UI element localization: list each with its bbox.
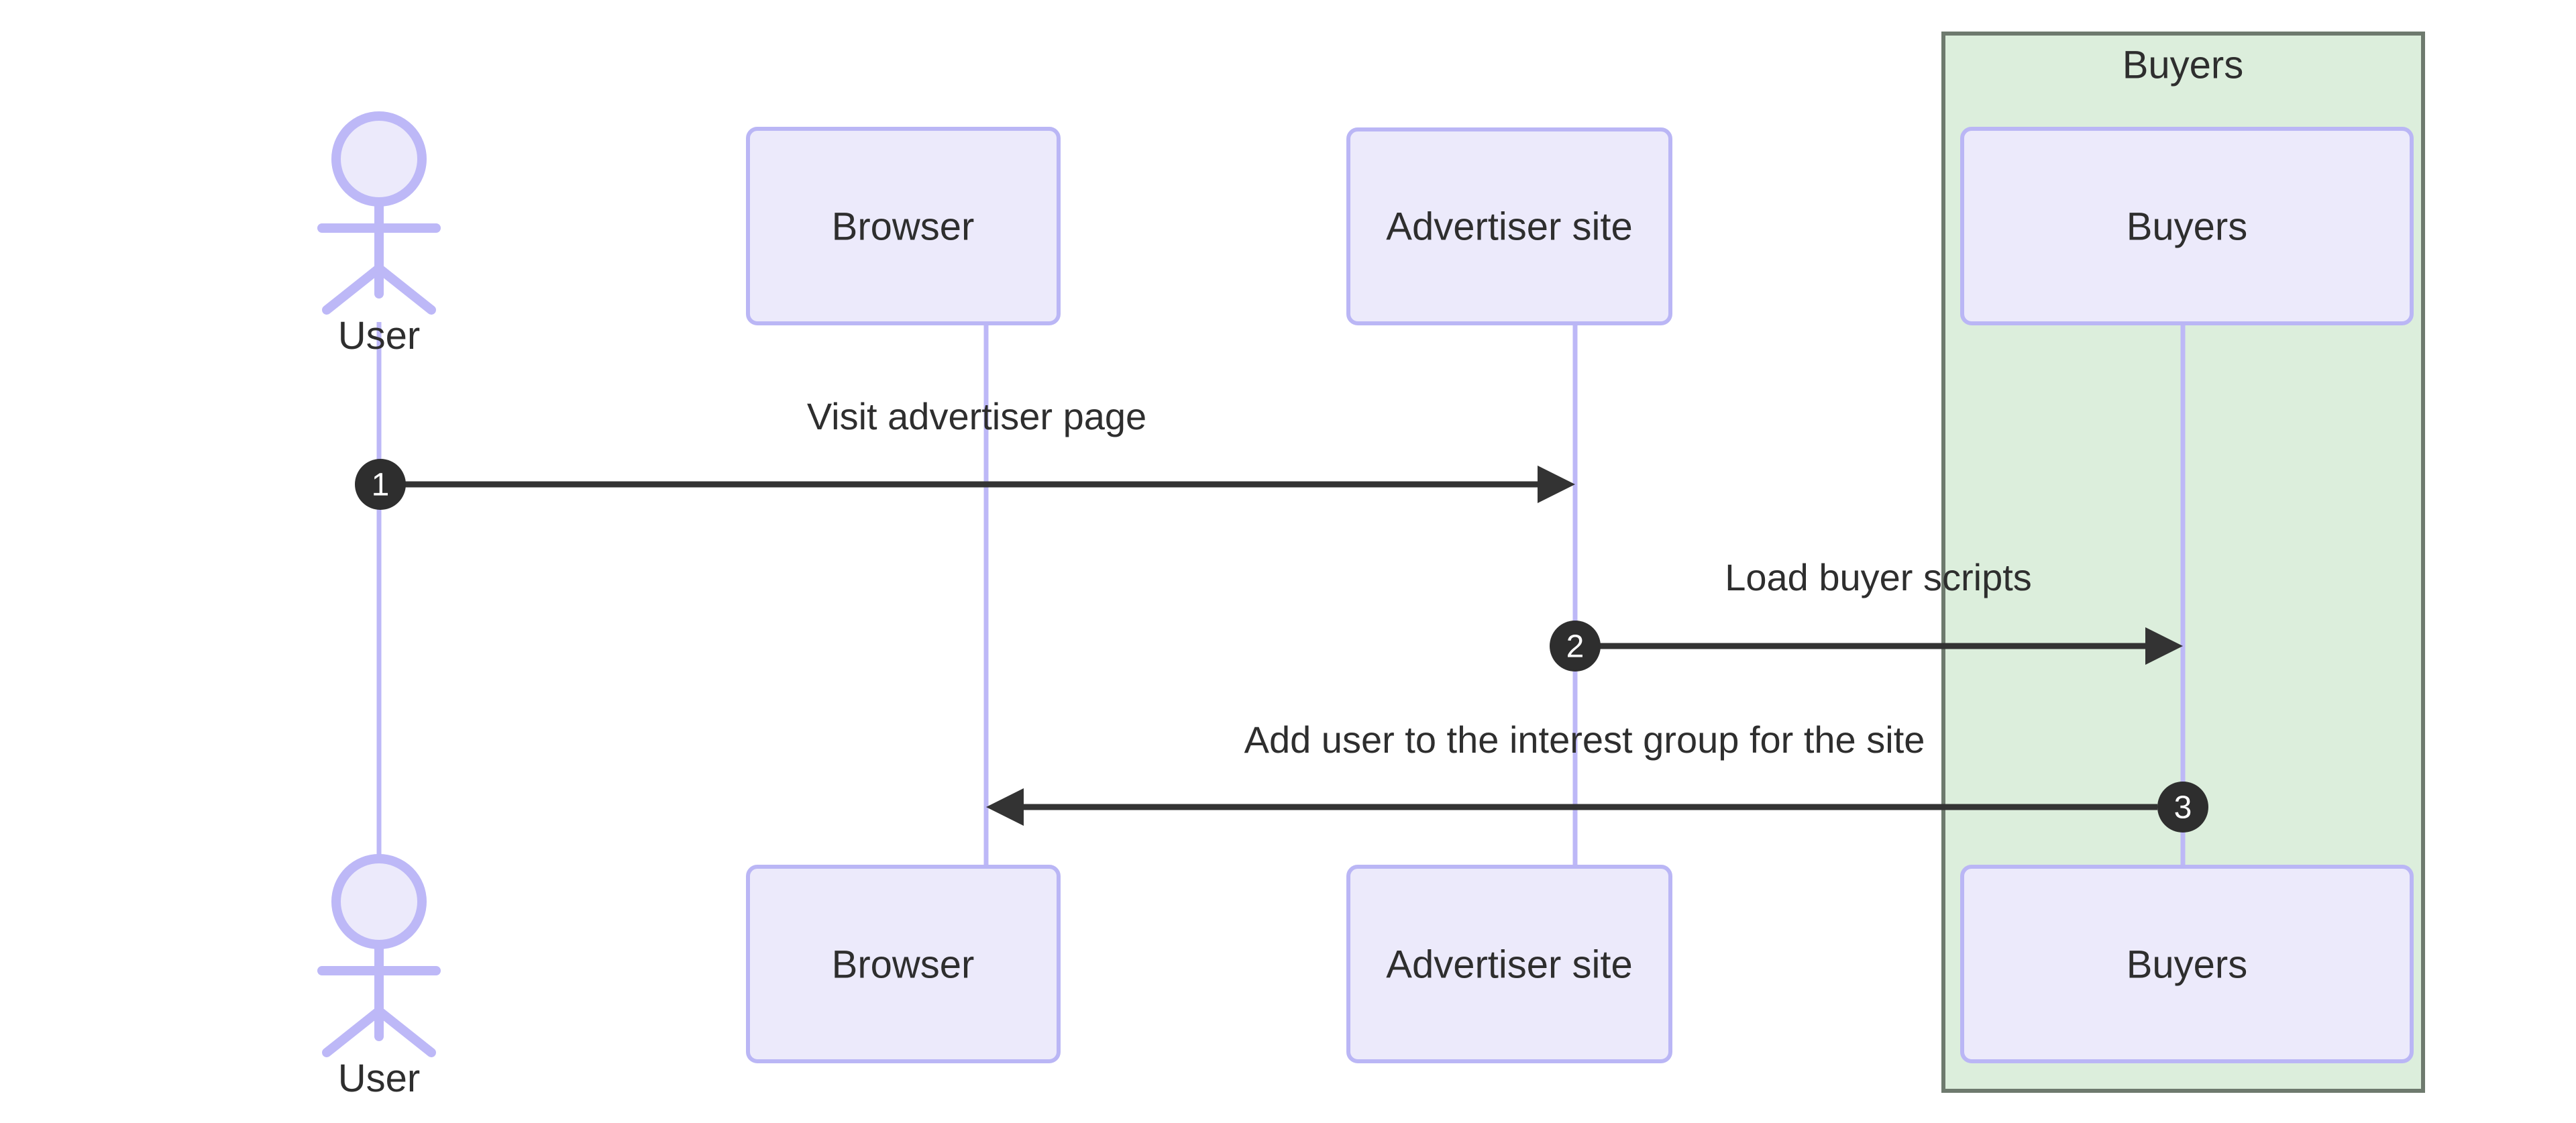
message-1[interactable]: Visit advertiser page 1 — [355, 395, 1575, 510]
group-title-label: Buyers — [2123, 44, 2244, 87]
participant-buyers-top[interactable]: Buyers — [1960, 127, 2414, 325]
actor-leg-left-icon — [322, 264, 384, 315]
participant-label-user-bottom: User — [338, 1057, 420, 1100]
participant-box-advertiser-top[interactable] — [1346, 127, 1672, 325]
message-3[interactable]: Add user to the interest group for the s… — [986, 718, 2208, 833]
participant-advertiser-top[interactable]: Advertiser site — [1346, 127, 1672, 325]
participant-label-user-top: User — [338, 314, 420, 358]
participant-advertiser-bottom[interactable]: Advertiser site — [1346, 865, 1672, 1063]
participant-label-advertiser-top: Advertiser site — [1386, 205, 1632, 248]
participant-user-bottom[interactable]: User — [317, 854, 441, 1100]
message-sequence-badge-3[interactable] — [2157, 782, 2208, 833]
participant-browser-top[interactable]: Browser — [746, 127, 1061, 325]
participant-label-buyers-bottom: Buyers — [2127, 943, 2248, 986]
actor-leg-right-icon-bottom — [374, 1006, 436, 1057]
message-sequence-number-2: 2 — [1566, 629, 1585, 665]
message-sequence-number-3: 3 — [2174, 790, 2192, 826]
participant-box-advertiser-bottom[interactable] — [1346, 865, 1672, 1063]
participant-label-buyers-top: Buyers — [2127, 205, 2248, 248]
participant-box-browser-bottom[interactable] — [746, 865, 1061, 1063]
message-arrowhead-3 — [986, 788, 1024, 826]
actor-head-icon — [331, 111, 427, 207]
message-label-2: Load buyer scripts — [1725, 556, 2032, 598]
participant-user-top[interactable]: User — [317, 111, 441, 358]
message-label-3: Add user to the interest group for the s… — [1244, 718, 1925, 761]
message-sequence-number-1: 1 — [372, 468, 390, 503]
participant-label-browser-bottom: Browser — [832, 943, 975, 986]
message-arrowhead-1 — [1538, 466, 1575, 503]
message-arrowhead-2 — [2145, 627, 2183, 665]
participant-box-buyers-bottom[interactable] — [1960, 865, 2414, 1063]
participant-label-browser-top: Browser — [832, 205, 975, 248]
message-label-1: Visit advertiser page — [807, 395, 1146, 437]
participant-label-advertiser-bottom: Advertiser site — [1386, 943, 1632, 986]
participant-buyers-bottom[interactable]: Buyers — [1960, 865, 2414, 1063]
actor-head-icon-bottom — [331, 854, 427, 949]
participant-box-buyers-top[interactable] — [1960, 127, 2414, 325]
participant-box-browser-top[interactable] — [746, 127, 1061, 325]
actor-leg-left-icon-bottom — [322, 1006, 384, 1057]
message-2[interactable]: Load buyer scripts 2 — [1550, 556, 2183, 672]
message-sequence-badge-1[interactable] — [355, 459, 406, 510]
participant-browser-bottom[interactable]: Browser — [746, 865, 1061, 1063]
message-sequence-badge-2[interactable] — [1550, 621, 1601, 672]
actor-leg-right-icon — [374, 264, 436, 315]
